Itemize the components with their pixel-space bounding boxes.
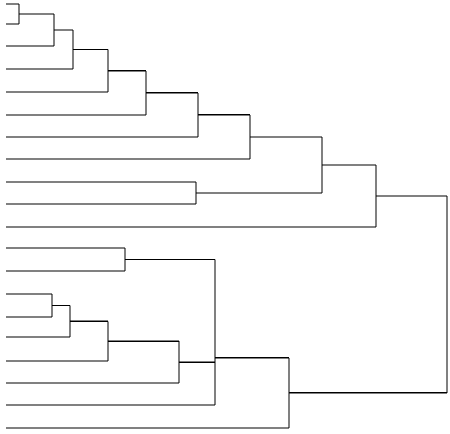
dendrogram-branches xyxy=(6,3,448,429)
